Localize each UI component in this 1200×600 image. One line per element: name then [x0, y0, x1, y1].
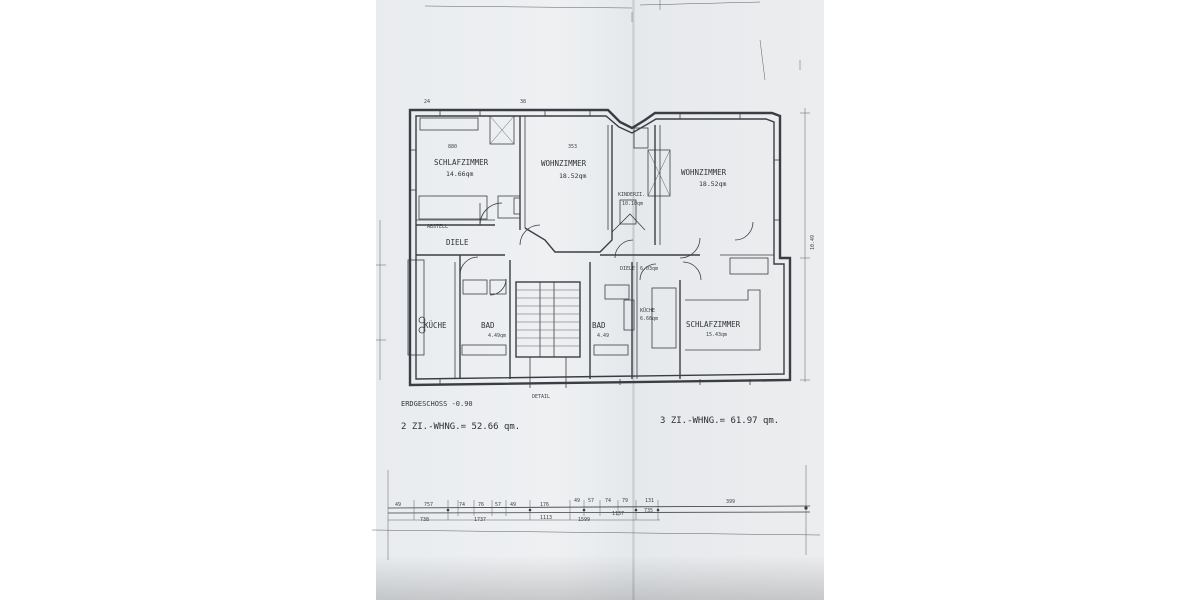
- dim-bottom-12: 399: [726, 499, 735, 505]
- dim-bottom-11: 131: [645, 498, 654, 504]
- outer-walls: [408, 108, 792, 387]
- dim-bottom-7: 49: [574, 498, 580, 504]
- room-name-right-5: SCHLAFZIMMER: [686, 320, 741, 329]
- room-area-right-2: 6.03qm: [640, 266, 658, 272]
- room-name-right-1: WOHNZIMMER: [681, 168, 727, 177]
- room-name-right-2: DIELE: [620, 266, 635, 272]
- dim-bottom-4: 57: [495, 502, 501, 508]
- room-name-left-4: KÜCHE: [424, 321, 447, 330]
- interior-walls: [407, 115, 774, 388]
- unit-right-summary: 3 ZI.-WHNG.= 61.97 qm.: [660, 416, 779, 426]
- stair-treads: [516, 289, 580, 347]
- dim-top-3: 38: [520, 99, 526, 105]
- top-marks: [424, 0, 801, 81]
- dim-top-0: 880: [448, 144, 457, 150]
- right-total-dim: 10.49: [810, 235, 816, 250]
- room-area-right-4: 6.66qm: [640, 316, 658, 322]
- room-area-right-5: 15.43qm: [706, 332, 727, 338]
- right-dimension-chain: 10.49: [800, 108, 816, 382]
- room-area-right-3: 4.49: [597, 333, 609, 339]
- room-name-left-1: WOHNZIMMER: [541, 159, 587, 168]
- dim-bottom-sub-5: 735: [644, 508, 653, 514]
- window-marks: [410, 110, 780, 385]
- room-name-left-3: DIELE: [446, 238, 469, 247]
- room-area-left-5: 4.49qm: [488, 333, 506, 339]
- room-name-right-3: BAD: [592, 321, 606, 330]
- dim-bottom-sub-4: 1137: [612, 511, 624, 517]
- dim-bottom-sub-3: 1599: [578, 517, 590, 523]
- room-name-left-2: ABSTELL: [427, 224, 448, 230]
- room-area-left-0: 14.66qm: [446, 170, 473, 178]
- paper-shadow: [376, 555, 824, 600]
- room-area-right-0: 10.10qm: [622, 201, 643, 207]
- dim-bottom-1: 757: [424, 502, 433, 508]
- unit-left-summary: 2 ZI.-WHNG.= 52.66 qm.: [401, 422, 520, 432]
- floor-label: ERDGESCHOSS -0.90: [401, 400, 473, 408]
- dim-bottom-sub-0: 738: [420, 517, 429, 523]
- dim-bottom-8: 57: [588, 498, 594, 504]
- left-edge-marks: [376, 220, 386, 380]
- room-name-right-0: KINDERZI.: [618, 192, 645, 198]
- dim-bottom-9: 74: [605, 498, 611, 504]
- plan-dimension-numbers: 880 353 24 38 DETAIL: [424, 99, 577, 400]
- room-area-right-1: 18.52qm: [699, 180, 726, 188]
- room-name-left-5: BAD: [481, 321, 495, 330]
- dim-bottom-sub-2: 1113: [540, 515, 552, 521]
- dim-top-1: 353: [568, 144, 577, 150]
- dim-bottom-10: 79: [622, 498, 628, 504]
- bottom-dimension-chain: 49 757 74 76 57 49 176 49 57 74 79 131 3…: [371, 465, 821, 560]
- dim-bottom-6: 176: [540, 502, 549, 508]
- dim-bottom-2: 74: [459, 502, 465, 508]
- room-area-left-1: 18.52qm: [559, 172, 586, 180]
- dim-bottom-sub-1: 1737: [474, 517, 486, 523]
- dim-bottom-5: 49: [510, 502, 516, 508]
- dim-bottom-0: 49: [395, 502, 401, 508]
- room-name-right-4: KÜCHE: [640, 307, 655, 314]
- door-swings: [459, 202, 754, 296]
- detail-label: DETAIL: [532, 394, 550, 400]
- room-name-left-0: SCHLAFZIMMER: [434, 158, 489, 167]
- dim-bottom-3: 76: [478, 502, 484, 508]
- dim-top-2: 24: [424, 99, 430, 105]
